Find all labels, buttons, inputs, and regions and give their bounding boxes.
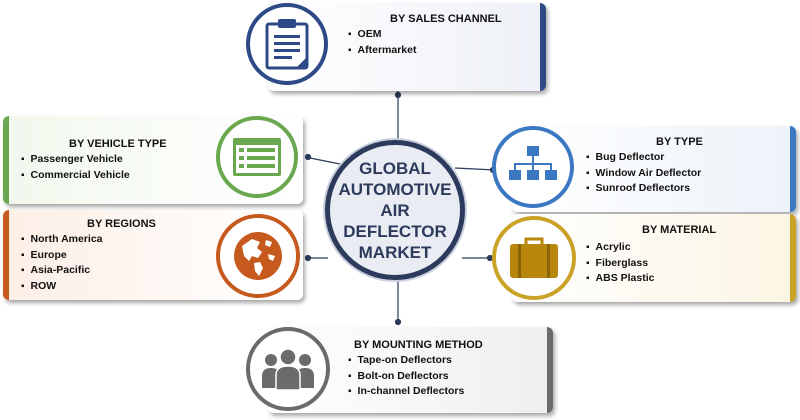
market-title-line: AUTOMOTIVE [338,179,452,199]
list-item: Aftermarket [348,43,417,59]
list-item: Sunroof Deflectors [586,181,701,197]
type-title: BY TYPE [656,136,703,148]
connector-type [454,167,496,171]
list-item: OEM [348,27,417,43]
clipboard-icon-circle [246,3,328,85]
list-item: Window Air Deflector [586,166,702,182]
list-item: Bolt-on Deflectors [348,369,464,385]
list-item: Passenger Vehicle [21,152,130,168]
market-title-line: AIR [380,200,410,220]
vehicle-type-title: BY VEHICLE TYPE [69,138,167,150]
market-title-circle: GLOBAL AUTOMOTIVE AIR DEFLECTOR MARKET [325,140,465,280]
hierarchy-icon [509,146,557,180]
list-item: Fiberglass [586,256,655,272]
hierarchy-icon-circle [492,126,574,208]
market-title-line: GLOBAL [359,158,431,178]
material-title: BY MATERIAL [642,224,717,236]
market-title-line: MARKET [358,242,432,262]
sales-channel-list: OEM Aftermarket [348,27,417,58]
market-title-line: DEFLECTOR [343,221,447,241]
sales-channel-title: BY SALES CHANNEL [390,13,502,25]
list-item: Europe [21,248,103,264]
suitcase-icon [510,237,558,278]
mounting-method-list: Tape-on Deflectors Bolt-on Deflectors In… [348,353,465,400]
list-item: In-channel Deflectors [348,384,465,400]
list-item: Tape-on Deflectors [348,353,464,369]
people-group-icon [262,348,314,390]
list-item: ABS Plastic [586,271,655,287]
type-list: Bug Deflector Window Air Deflector Sunro… [586,150,702,197]
list-item: Acrylic [586,240,655,256]
clipboard-icon [265,19,309,70]
material-list: Acrylic Fiberglass ABS Plastic [586,240,655,287]
globe-icon [234,232,282,280]
regions-title: BY REGIONS [87,218,156,230]
regions-list: North America Europe Asia-Pacific ROW [21,232,103,294]
list-item: ROW [21,279,103,295]
connector-vehicle-type [304,156,346,166]
list-item: Asia-Pacific [21,263,103,279]
list-item: Bug Deflector [586,150,701,166]
mounting-method-title: BY MOUNTING METHOD [354,339,483,351]
list-window-icon [233,138,281,176]
globe-icon-circle [216,214,300,298]
people-group-icon-circle [246,327,330,411]
suitcase-icon-circle [492,216,576,300]
list-item: Commercial Vehicle [21,168,130,184]
list-item: North America [21,232,103,248]
vehicle-type-list: Passenger Vehicle Commercial Vehicle [21,152,130,183]
list-window-icon-circle [216,116,298,198]
